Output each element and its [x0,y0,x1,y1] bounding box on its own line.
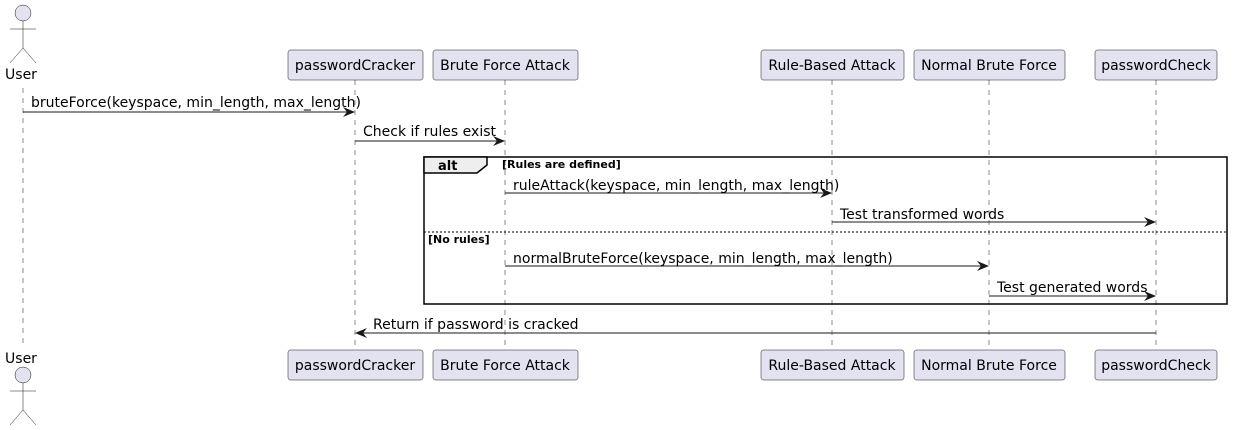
arrowhead-left [355,328,367,338]
alt-frame-tab [423,156,488,174]
message-check-rules: Check if rules exist [355,124,505,146]
participant-passwordCracker-bottom: passwordCracker [287,349,424,381]
alt-fragment: alt [Rules are defined] [No rules] [423,156,1228,305]
alt-keyword: alt [438,159,457,174]
participant-label: passwordCracker [295,58,415,74]
message-return-cracked: Return if password is cracked [355,317,1156,338]
participant-rule-based-attack-top: Rule-Based Attack [760,49,905,81]
message-test-generated: Test generated words [989,280,1156,301]
message-test-transformed: Test transformed words [832,207,1156,227]
actor-user-label-bottom: User [5,351,37,367]
arrowhead-right [977,261,989,271]
participant-label: passwordCheck [1101,358,1211,374]
participant-label: Rule-Based Attack [768,358,896,374]
participant-label: Brute Force Attack [440,358,571,374]
message-bruteforce-call: bruteForce(keyspace, min_length, max_len… [23,95,361,117]
message-normal-brute-force: normalBruteForce(keyspace, min_length, m… [505,251,989,271]
message-label: normalBruteForce(keyspace, min_length, m… [513,251,893,267]
alt-guard-rules-defined: [Rules are defined] [502,158,621,171]
participant-label: Rule-Based Attack [768,58,896,74]
message-label: Test generated words [996,280,1148,296]
participant-passwordCheck-bottom: passwordCheck [1094,349,1218,381]
participant-normal-brute-force-bottom: Normal Brute Force [913,349,1066,381]
message-label: Return if password is cracked [373,317,579,333]
participant-label: passwordCracker [295,358,415,374]
participant-brute-force-attack-bottom: Brute Force Attack [432,349,579,381]
actor-user-label-top: User [5,67,37,83]
message-label: ruleAttack(keyspace, min_length, max_len… [513,178,839,194]
message-rule-attack: ruleAttack(keyspace, min_length, max_len… [505,178,839,198]
participant-label: Brute Force Attack [440,58,571,74]
arrowhead-right [493,136,505,146]
participant-brute-force-attack-top: Brute Force Attack [432,49,579,81]
arrowhead-right [820,188,832,198]
participant-label: Normal Brute Force [921,358,1057,374]
participant-passwordCracker-top: passwordCracker [287,49,424,81]
alt-guard-no-rules: [No rules] [428,233,490,246]
message-label: bruteForce(keyspace, min_length, max_len… [31,95,361,111]
message-label: Check if rules exist [363,124,496,140]
actor-user-bottom: User [5,351,37,426]
participant-label: Normal Brute Force [921,58,1057,74]
actor-user-head [14,366,32,384]
participant-normal-brute-force-top: Normal Brute Force [913,49,1066,81]
actor-user-top: User [5,4,37,83]
participant-label: passwordCheck [1101,58,1211,74]
arrowhead-right [343,107,355,117]
participant-passwordCheck-top: passwordCheck [1094,49,1218,81]
message-label: Test transformed words [839,207,1004,223]
arrowhead-right [1144,217,1156,227]
arrowhead-right [1144,291,1156,301]
alt-frame [423,156,1228,305]
participant-rule-based-attack-bottom: Rule-Based Attack [760,349,905,381]
actor-user-head [14,4,32,22]
